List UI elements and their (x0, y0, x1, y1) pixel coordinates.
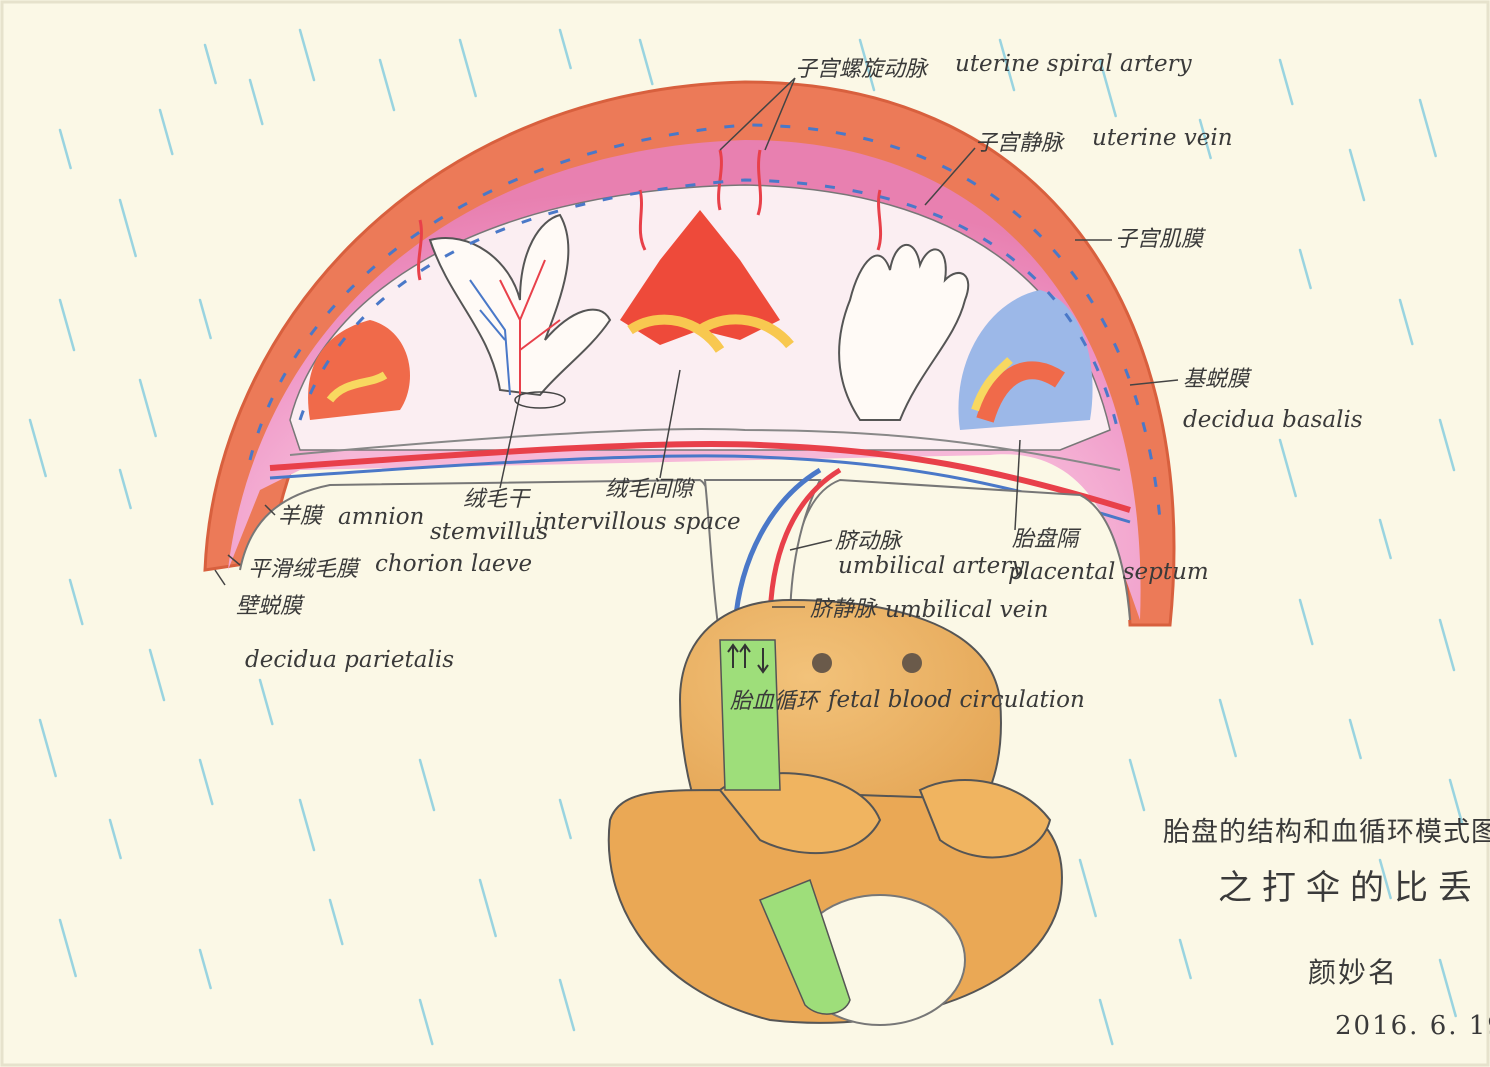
label-umbilical-artery-cn: 脐动脉 (835, 530, 901, 554)
label-umbilical-vein-en: umbilical vein (885, 598, 1048, 623)
caption-date: 2016. 6. 19 (1335, 1012, 1490, 1041)
label-amnion-en: amnion (338, 505, 424, 530)
label-chorion-laeve-en: chorion laeve (375, 552, 532, 577)
fetus-eye-right (902, 653, 922, 673)
label-decidua-parietalis-en: decidua parietalis (245, 648, 454, 673)
label-decidua-basalis-en: decidua basalis (1183, 408, 1363, 433)
caption-author: 颜妙名 (1308, 958, 1398, 989)
label-fetal-circulation-en: fetal blood circulation (828, 688, 1085, 713)
label-intervillous-space-en: intervillous space (535, 510, 741, 535)
label-decidua-basalis-cn: 基蜕膜 (1183, 368, 1249, 392)
label-fetal-circulation-cn: 胎血循环 (730, 690, 818, 714)
label-placental-septum-cn: 胎盘隔 (1012, 528, 1078, 552)
label-decidua-parietalis-cn: 壁蜕膜 (236, 595, 302, 619)
label-uterine-vein-en: uterine vein (1092, 126, 1233, 151)
label-stem-villus-cn: 绒毛干 (463, 488, 529, 512)
label-umbilical-artery-en: umbilical artery (838, 554, 1024, 579)
label-uterine-spiral-artery-en: uterine spiral artery (955, 52, 1192, 77)
fetus-eye-left (812, 653, 832, 673)
label-amnion-cn: 羊膜 (278, 505, 322, 529)
label-uterine-vein-cn: 子宫静脉 (975, 132, 1063, 156)
label-uterine-spiral-artery-cn: 子宫螺旋动脉 (795, 58, 927, 82)
cord-green-upper (720, 640, 780, 790)
label-myometrium-cn: 子宫肌膜 (1115, 228, 1203, 252)
label-umbilical-vein-cn: 脐静脉 (810, 598, 876, 622)
label-placental-septum-en: placental septum (1008, 560, 1209, 585)
label-chorion-laeve-cn: 平滑绒毛膜 (248, 558, 358, 582)
caption-title: 胎盘的结构和血循环模式图 (1163, 818, 1490, 848)
caption-subtitle: 之打伞的比丢 (1218, 870, 1482, 907)
label-stem-villus-en: stemvillus (430, 520, 548, 545)
label-intervillous-space-cn: 绒毛间隙 (605, 478, 693, 502)
